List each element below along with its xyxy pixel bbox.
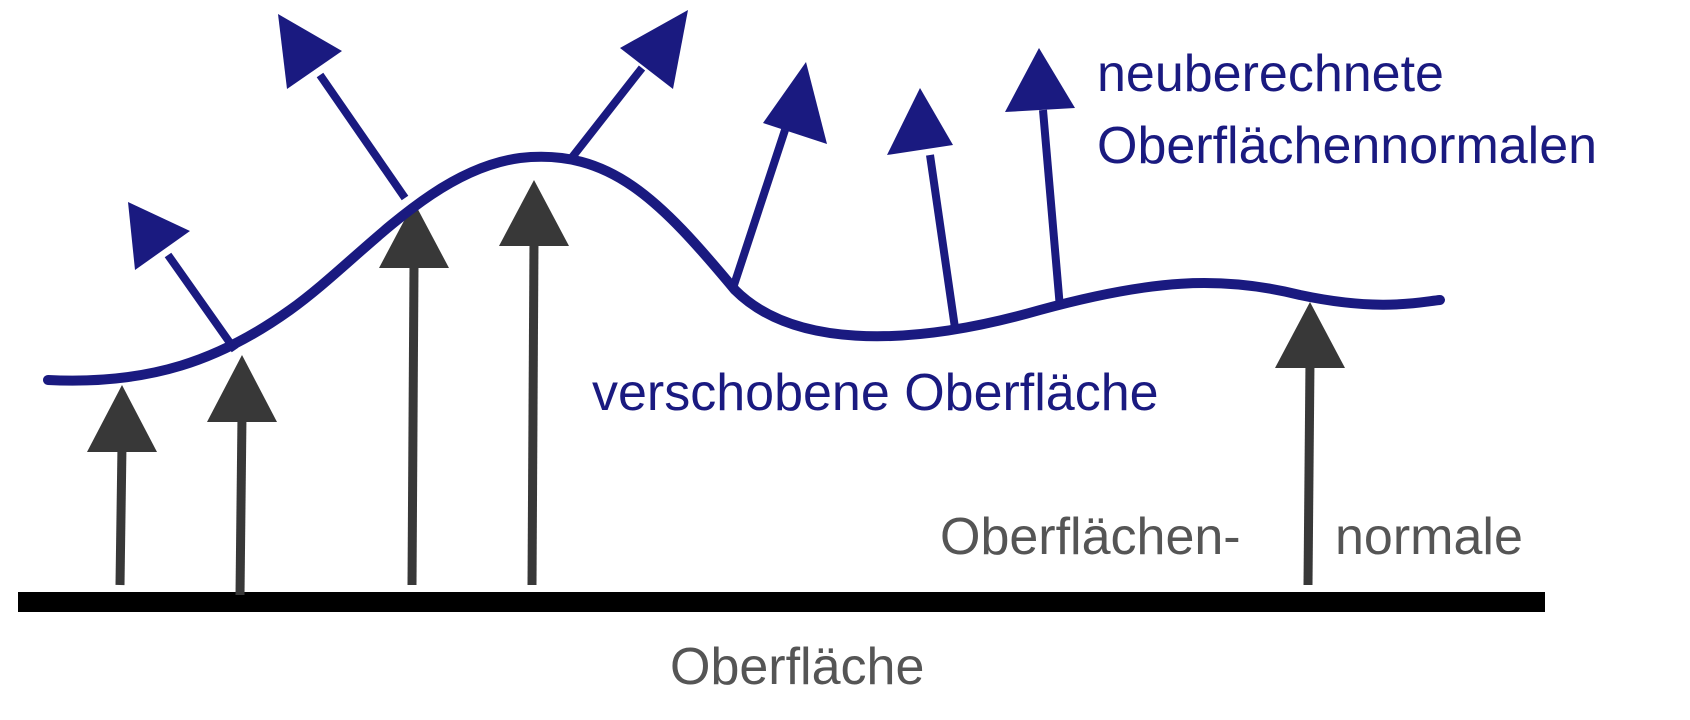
recomputed-normals-label: neuberechnete Oberflächennormalen [1097,38,1597,182]
recomputed-normal-4 [729,62,827,290]
displaced-surface-label: verschobene Oberfläche [592,364,1159,422]
surface-normal-label-part2: normale [1335,508,1523,566]
normal-arrow-2 [207,355,277,596]
surface-label: Oberfläche [670,638,925,696]
displaced-surface-curve [43,151,1445,386]
recomputed-normal-6 [1005,48,1075,309]
normal-arrow-1 [87,385,157,586]
recomputed-label-line1: neuberechnete [1097,45,1444,103]
recomputed-normal-5 [887,88,959,329]
recomputed-normal-1 [128,202,239,353]
recomputed-label-line2: Oberflächennormalen [1097,117,1598,175]
normal-arrow-5 [1275,302,1345,586]
normal-arrow-3 [379,202,449,586]
surface-normal-label-part1: Oberflächen- [940,508,1241,566]
recomputed-normal-3 [566,10,688,163]
recomputed-normals [128,10,1075,353]
normal-arrow-4 [499,180,569,586]
original-normals [87,180,1345,596]
recomputed-normal-2 [278,14,409,201]
